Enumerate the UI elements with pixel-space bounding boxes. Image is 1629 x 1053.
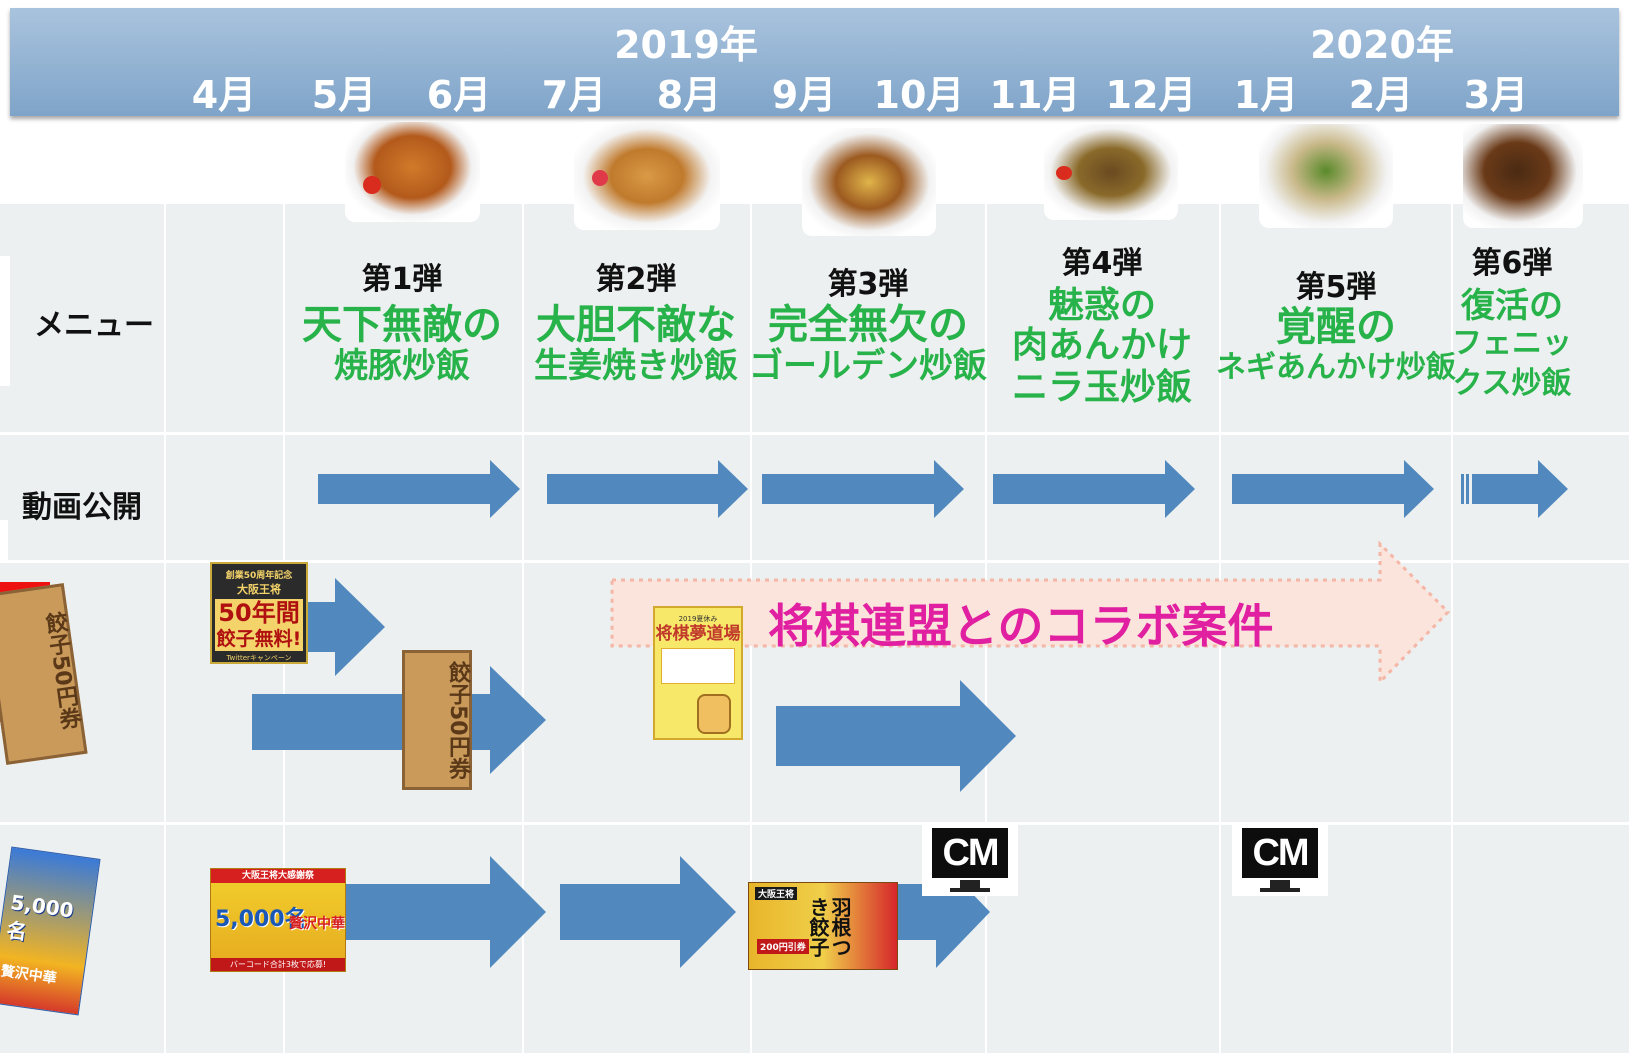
video-arrow-stripe bbox=[1461, 474, 1464, 504]
menu-2-line-2: 生姜焼き炒飯 bbox=[534, 346, 738, 386]
grid-row-divider bbox=[0, 432, 1629, 435]
menu-1-number: 第1弾 bbox=[361, 262, 443, 297]
campaign-arrow bbox=[252, 666, 546, 774]
video-arrow bbox=[318, 460, 520, 518]
menu-3-number: 第3弾 bbox=[827, 267, 909, 302]
menu-6-line-2: フェニッ bbox=[1452, 326, 1572, 361]
menu-5-number: 第5弾 bbox=[1295, 270, 1377, 305]
video-arrow-stripe bbox=[1466, 474, 1469, 504]
menu-6-line-3: クス炒飯 bbox=[1452, 366, 1572, 401]
menu-4-line-2: 肉あんかけ bbox=[1011, 325, 1193, 366]
month-jul: 7月 bbox=[541, 73, 607, 117]
menu-1-line-1: 天下無敵の bbox=[302, 302, 502, 348]
collab-arrow bbox=[610, 540, 1451, 686]
video-arrow bbox=[1232, 460, 1434, 518]
collab-label: 将棋連盟とのコラボ案件 bbox=[768, 599, 1274, 653]
menu-2-line-1: 大胆不敵な bbox=[536, 302, 736, 348]
shogi-poster: 2019夏休み 将棋夢道場 bbox=[653, 606, 743, 740]
campaign-5000-flyer: 大阪王将大感謝祭 5,000名 贅沢中華 バーコード合計3枚で応募! bbox=[210, 868, 346, 972]
month-sep: 9月 bbox=[771, 73, 837, 117]
timeline-header bbox=[10, 8, 1619, 116]
month-dec: 12月 bbox=[1105, 73, 1197, 117]
month-mar: 3月 bbox=[1463, 73, 1529, 117]
menu-photo-2 bbox=[574, 122, 720, 230]
month-oct: 10月 bbox=[873, 73, 965, 117]
campaign-50th-flyer: 創業50周年記念 大阪王将 50年間 餃子無料! Twitterキャンペーン bbox=[210, 562, 308, 664]
campaign-arrow bbox=[300, 578, 385, 676]
menu-3-line-2: ゴールデン炒飯 bbox=[749, 346, 987, 386]
menu-photo-5 bbox=[1259, 124, 1393, 228]
gyoza-coupon-ticket: 餃子50円券 bbox=[402, 650, 472, 790]
month-may: 5月 bbox=[311, 73, 377, 117]
month-aug: 8月 bbox=[656, 73, 722, 117]
year-label-2019: 2019年 bbox=[614, 23, 758, 67]
cm-tv-icon: CM bbox=[922, 822, 1018, 896]
grid-row-divider bbox=[0, 560, 1629, 563]
menu-photo-4 bbox=[1044, 124, 1178, 220]
menu-5-line-1: 覚醒の bbox=[1276, 304, 1396, 350]
video-arrow bbox=[762, 460, 964, 518]
video-arrow bbox=[993, 460, 1195, 518]
menu-photo-6 bbox=[1463, 124, 1583, 228]
grid-divider bbox=[522, 204, 524, 1053]
month-jun: 6月 bbox=[426, 73, 492, 117]
menu-3-line-1: 完全無欠の bbox=[768, 302, 968, 348]
row-label-video: 動画公開 bbox=[22, 490, 142, 525]
month-nov: 11月 bbox=[989, 73, 1081, 117]
menu-photo-3 bbox=[802, 128, 936, 236]
menu-photo-1 bbox=[345, 122, 480, 222]
month-feb: 2月 bbox=[1348, 73, 1414, 117]
promo-arrow bbox=[560, 856, 736, 968]
left-edge-tab bbox=[0, 256, 10, 386]
cm-tv-icon: CM bbox=[1232, 822, 1328, 896]
campaign-arrow bbox=[776, 680, 1016, 792]
menu-2-number: 第2弾 bbox=[595, 262, 677, 297]
grid-divider bbox=[164, 204, 166, 1053]
row-label-menu: メニュー bbox=[34, 308, 154, 343]
menu-4-line-1: 魅惑の bbox=[1047, 285, 1157, 326]
month-apr: 4月 bbox=[191, 73, 257, 117]
grid-row-divider bbox=[0, 822, 1629, 825]
video-arrow bbox=[547, 460, 748, 518]
gyoza-package: 大阪王将 羽根つき餃子 200円引券 bbox=[748, 882, 898, 970]
menu-5-line-2: ネギあんかけ炒飯 bbox=[1216, 350, 1456, 385]
promo-arrow bbox=[340, 856, 546, 968]
promo-arrow bbox=[896, 856, 990, 968]
year-label-2020: 2020年 bbox=[1310, 23, 1454, 67]
grid-divider bbox=[1451, 204, 1453, 1053]
menu-6-number: 第6弾 bbox=[1471, 246, 1553, 281]
left-edge-tab bbox=[0, 520, 8, 560]
menu-4-line-3: ニラ玉炒飯 bbox=[1011, 367, 1193, 408]
menu-1-line-2: 焼豚炒飯 bbox=[334, 346, 470, 386]
menu-4-number: 第4弾 bbox=[1061, 246, 1143, 281]
menu-6-line-1: 復活の bbox=[1461, 286, 1563, 326]
video-arrow bbox=[1472, 460, 1568, 518]
month-jan: 1月 bbox=[1233, 73, 1299, 117]
